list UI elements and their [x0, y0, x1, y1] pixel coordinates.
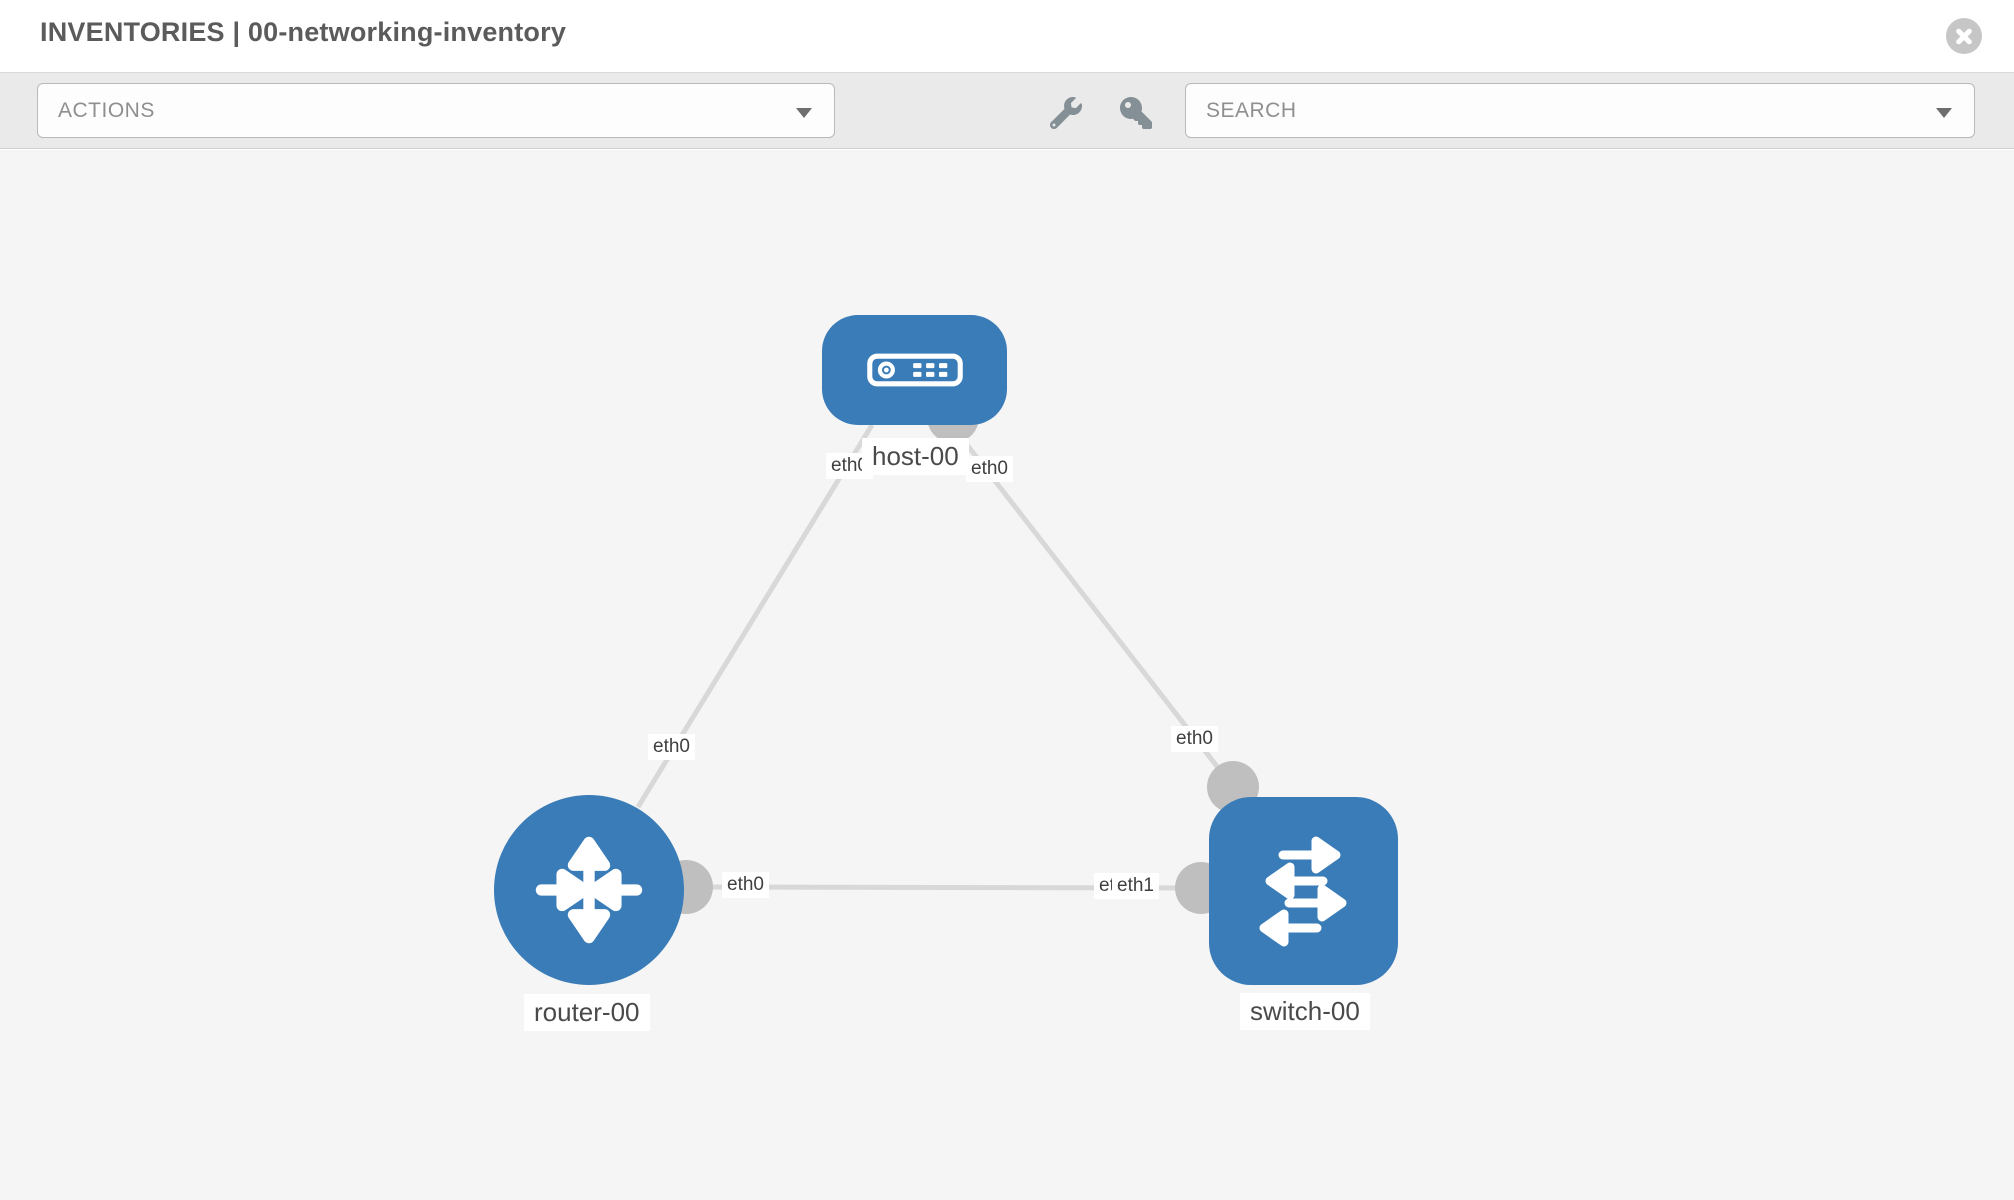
- if-label-switch-eth1-left: eth1: [1112, 873, 1159, 899]
- chevron-down-icon: [1936, 108, 1952, 118]
- node-host-00[interactable]: [822, 315, 1007, 425]
- node-switch-00[interactable]: [1209, 797, 1398, 985]
- search-dropdown[interactable]: SEARCH: [1185, 83, 1975, 138]
- actions-dropdown-label: ACTIONS: [58, 98, 155, 122]
- actions-dropdown[interactable]: ACTIONS: [37, 83, 835, 138]
- window-header: INVENTORIES | 00-networking-inventory: [0, 0, 2014, 72]
- topology-edges-layer: [635, 391, 1259, 914]
- key-icon[interactable]: [1120, 97, 1152, 129]
- if-label-switch-eth0-top: eth0: [1171, 726, 1218, 752]
- if-label-router-eth0-uplink: eth0: [648, 734, 695, 760]
- node-label-router-00: router-00: [524, 994, 650, 1031]
- chevron-down-icon: [796, 108, 812, 118]
- page-title: INVENTORIES | 00-networking-inventory: [40, 17, 567, 47]
- close-icon[interactable]: [1946, 18, 1982, 54]
- node-router-00[interactable]: [494, 795, 684, 985]
- node-label-switch-00: switch-00: [1240, 993, 1370, 1030]
- search-dropdown-label: SEARCH: [1206, 98, 1297, 122]
- node-label-host-00: host-00: [862, 438, 969, 475]
- if-label-router-eth0-right: eth0: [722, 872, 769, 898]
- toolbar: ACTIONS SEARCH: [0, 72, 2014, 149]
- if-label-host-eth0-right: eth0: [966, 456, 1013, 482]
- switch-icon: [1259, 836, 1347, 947]
- wrench-icon[interactable]: [1049, 97, 1082, 130]
- host-device-icon: [867, 353, 963, 387]
- topology-canvas[interactable]: host-00 router-00 switch-00 eth0 eth0 et…: [0, 150, 2014, 1200]
- router-icon: [535, 836, 643, 944]
